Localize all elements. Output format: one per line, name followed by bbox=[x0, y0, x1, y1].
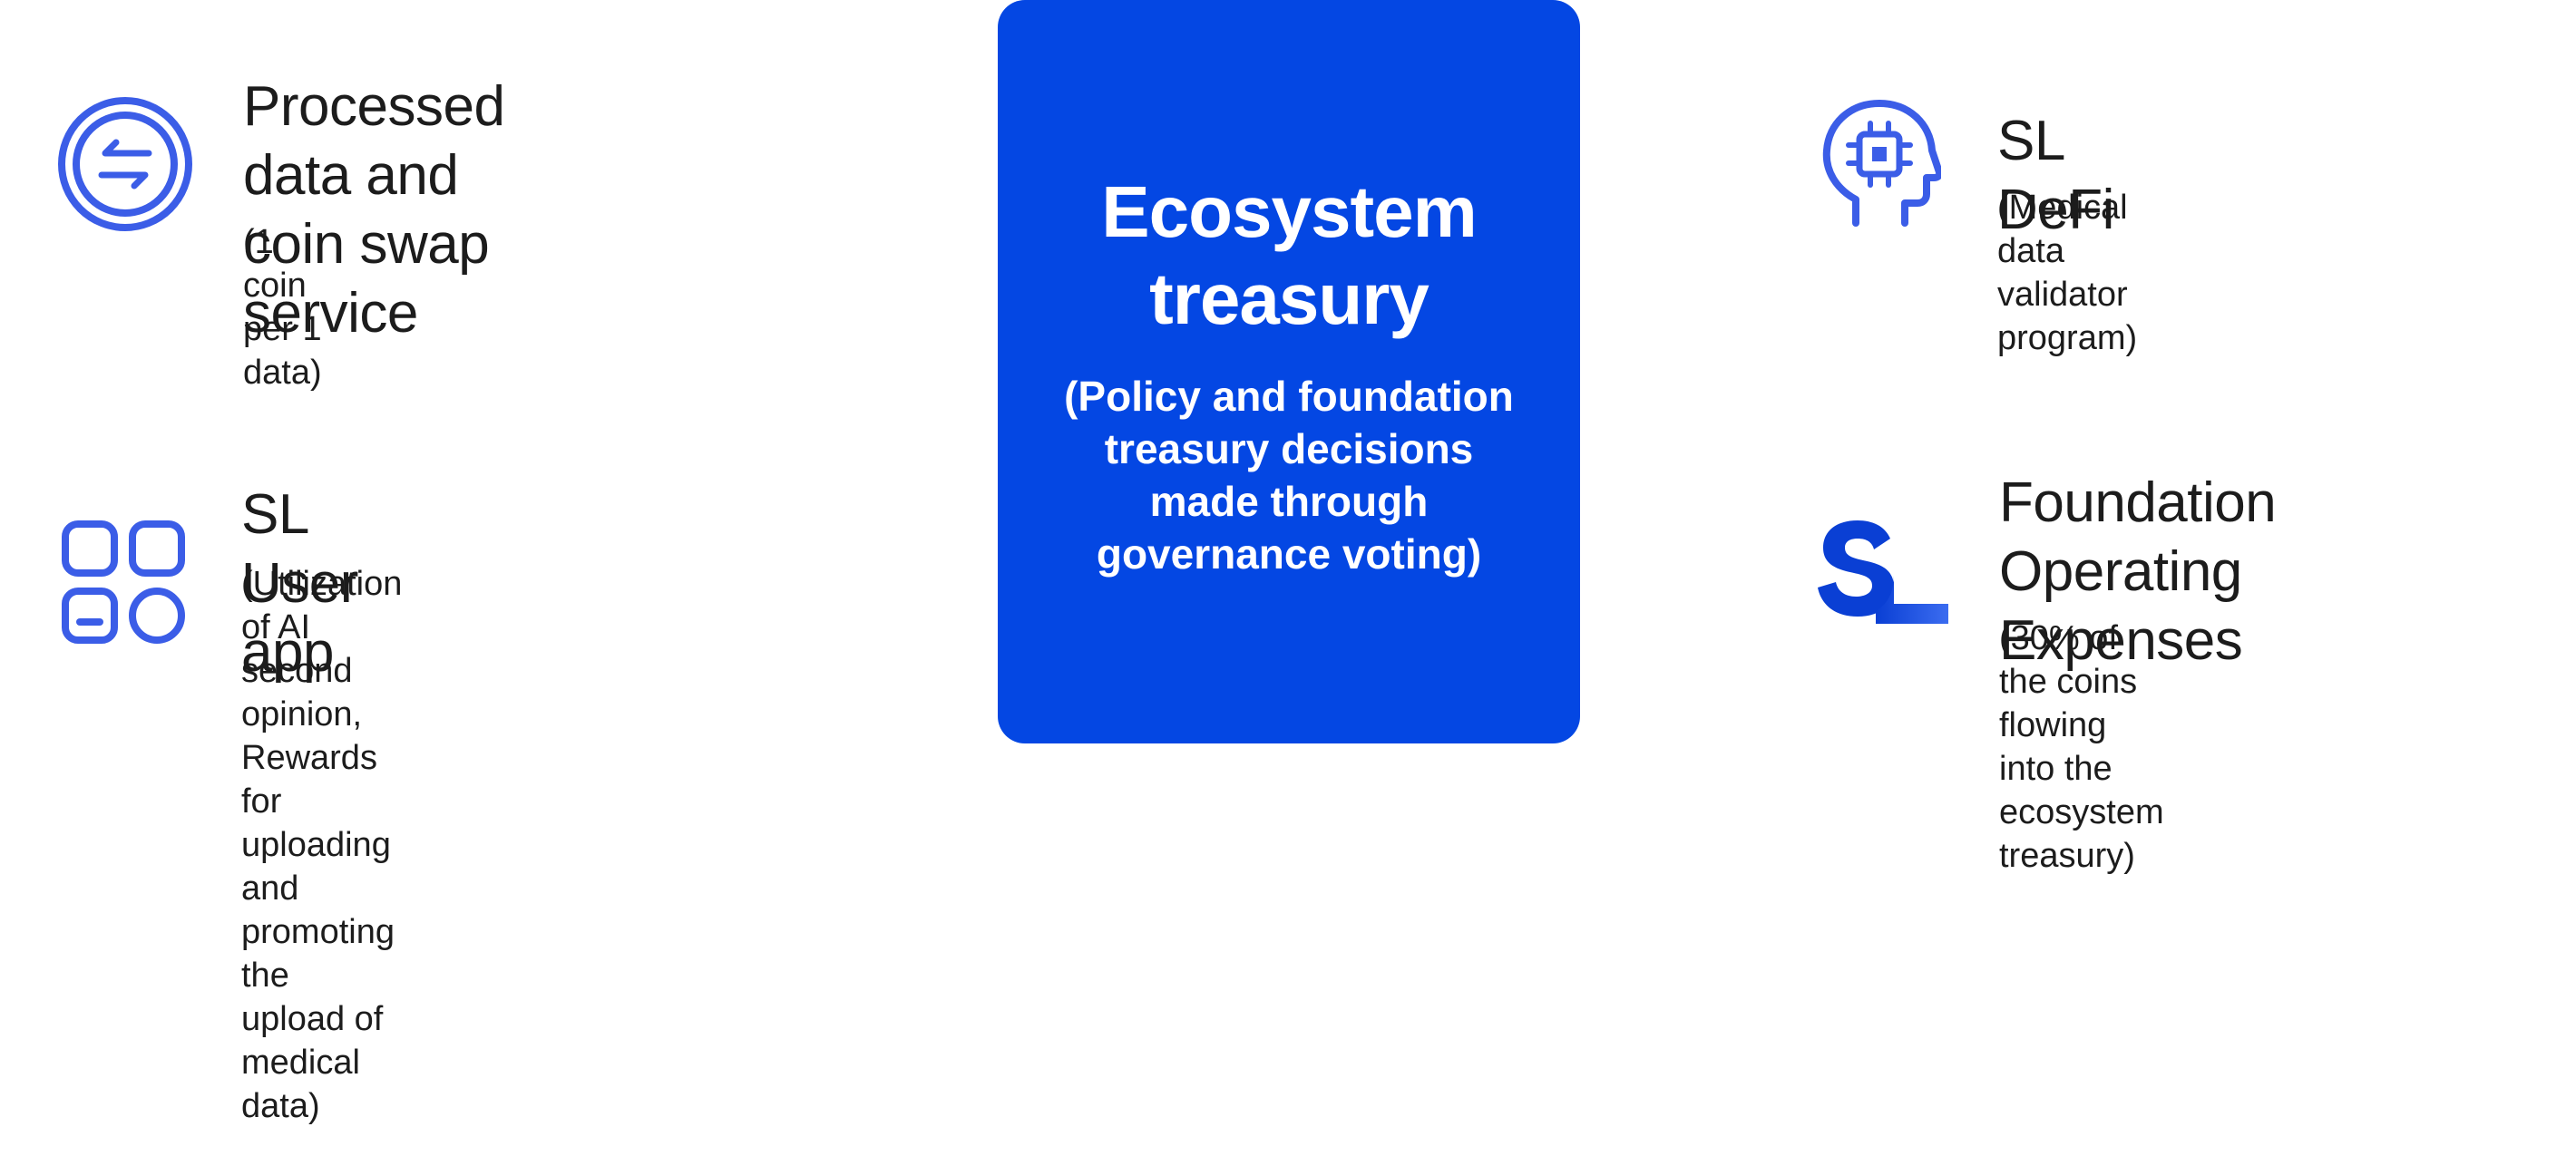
defi-subtitle: (Medical data validator program) bbox=[1997, 189, 2138, 357]
user-app-subtitle: (Utilization of AI second opinion, Rewar… bbox=[241, 565, 403, 1125]
ecosystem-treasury-box: Ecosystem treasury (Policy and foundatio… bbox=[998, 0, 1580, 743]
treasury-title: Ecosystem treasury bbox=[1101, 171, 1477, 339]
swap-service-title: Processed data and coin swap service bbox=[243, 75, 505, 345]
swap-service-subtitle: (1 coin per 1 data) bbox=[243, 223, 322, 392]
apps-grid-icon bbox=[62, 520, 185, 644]
sl-logo-icon bbox=[1818, 520, 1948, 624]
swap-arrows-icon bbox=[58, 97, 192, 231]
user-app-title: SL User app bbox=[241, 483, 358, 684]
treasury-subtitle: (Policy and foundation treasury decision… bbox=[1064, 373, 1514, 578]
foundation-expenses-subtitle: (30% of the coins flowing into the ecosy… bbox=[1999, 619, 2164, 875]
defi-title: SL DeFi bbox=[1997, 110, 2114, 241]
foundation-expenses-title: Foundation Operating Expenses bbox=[1999, 471, 2277, 672]
brain-chip-icon bbox=[1822, 100, 1941, 227]
